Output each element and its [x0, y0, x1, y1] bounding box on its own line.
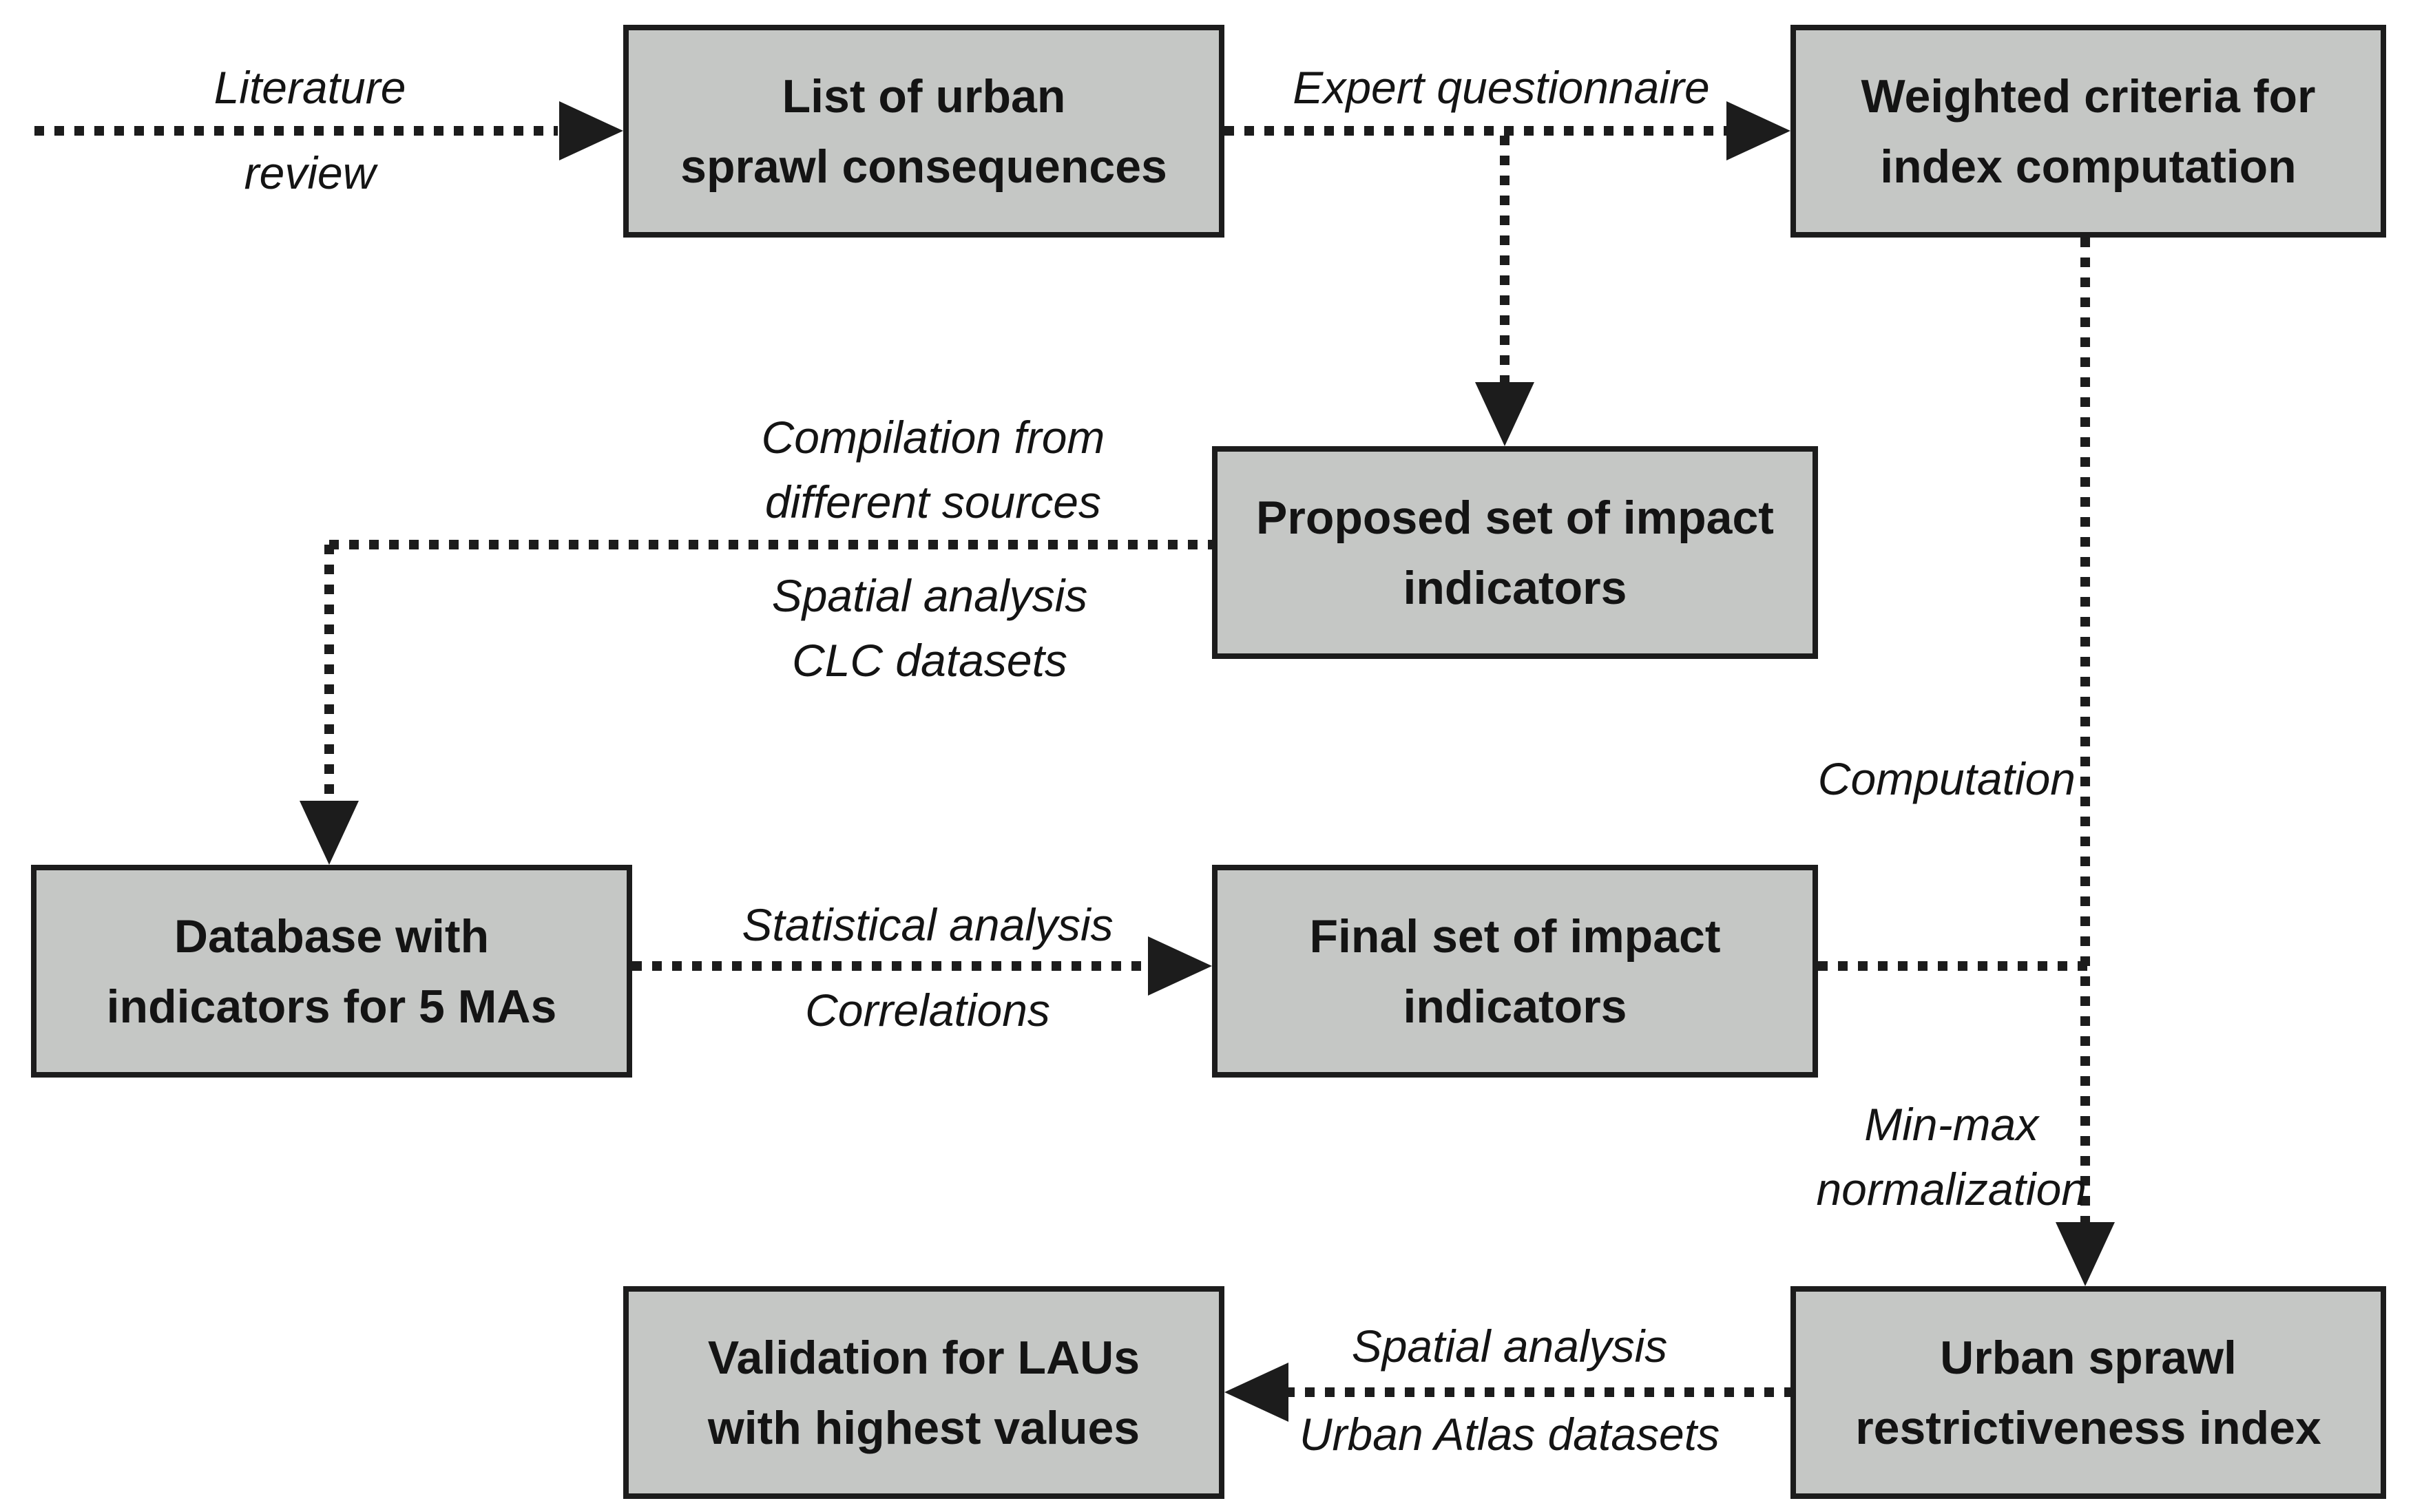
node-urban-sprawl-restrictiveness-index: Urban sprawl restrictiveness index: [1790, 1286, 2386, 1499]
arrowhead-into-final-indicators-icon: [1148, 936, 1212, 996]
node-list-of-urban-sprawl-consequences: List of urban sprawl consequences: [623, 25, 1224, 238]
node-validation-for-laus: Validation for LAUs with highest values: [623, 1286, 1224, 1499]
edge-expert-questionnaire-line: [1224, 126, 1727, 136]
label-spatial-analysis-clc-datasets: Spatial analysis CLC datasets: [771, 570, 1088, 686]
label-review: review: [244, 147, 376, 198]
label-correlations: Correlations: [805, 985, 1050, 1036]
label-compilation-from-different-sources: Compilation from different sources: [761, 412, 1105, 527]
arrowhead-into-list-consequences-icon: [559, 101, 623, 160]
arrowhead-into-sprawl-index-icon: [2056, 1222, 2115, 1286]
arrowhead-into-validation-icon: [1224, 1363, 1288, 1422]
node-proposed-set-of-impact-indicators: Proposed set of impact indicators: [1212, 446, 1818, 659]
label-spatial-analysis-urban-atlas: Spatial analysis: [1351, 1321, 1668, 1372]
edge-branch-to-proposed-line: [1500, 136, 1510, 384]
arrowhead-into-database-icon: [300, 801, 359, 865]
node-final-set-of-impact-indicators: Final set of impact indicators: [1212, 865, 1818, 1078]
label-literature: Literature: [213, 62, 406, 113]
label-statistical-analysis: Statistical analysis: [742, 899, 1114, 950]
node-database-with-indicators-for-5-mas: Database with indicators for 5 MAs: [31, 865, 632, 1078]
edge-computation-vertical-line: [2080, 238, 2090, 1222]
label-urban-atlas-datasets: Urban Atlas datasets: [1299, 1409, 1720, 1460]
node-weighted-criteria-for-index-computation: Weighted criteria for index computation: [1790, 25, 2386, 238]
arrowhead-into-proposed-indicators-icon: [1475, 382, 1534, 446]
arrowhead-into-weighted-criteria-icon: [1726, 101, 1790, 160]
edge-final-to-computation-line: [1818, 961, 2090, 971]
edge-sprawl-to-validation-line: [1285, 1387, 1790, 1397]
label-computation: Computation: [1817, 753, 2076, 804]
edge-literature-review-line: [34, 126, 558, 136]
edge-proposed-to-database-vertical-line: [324, 545, 334, 801]
edge-statistical-analysis-line: [632, 961, 1148, 971]
label-expert-questionnaire: Expert questionnaire: [1293, 62, 1710, 113]
label-min-max-normalization: Min-max normalization: [1816, 1099, 2087, 1215]
edge-proposed-to-database-horizontal-line: [329, 540, 1212, 549]
